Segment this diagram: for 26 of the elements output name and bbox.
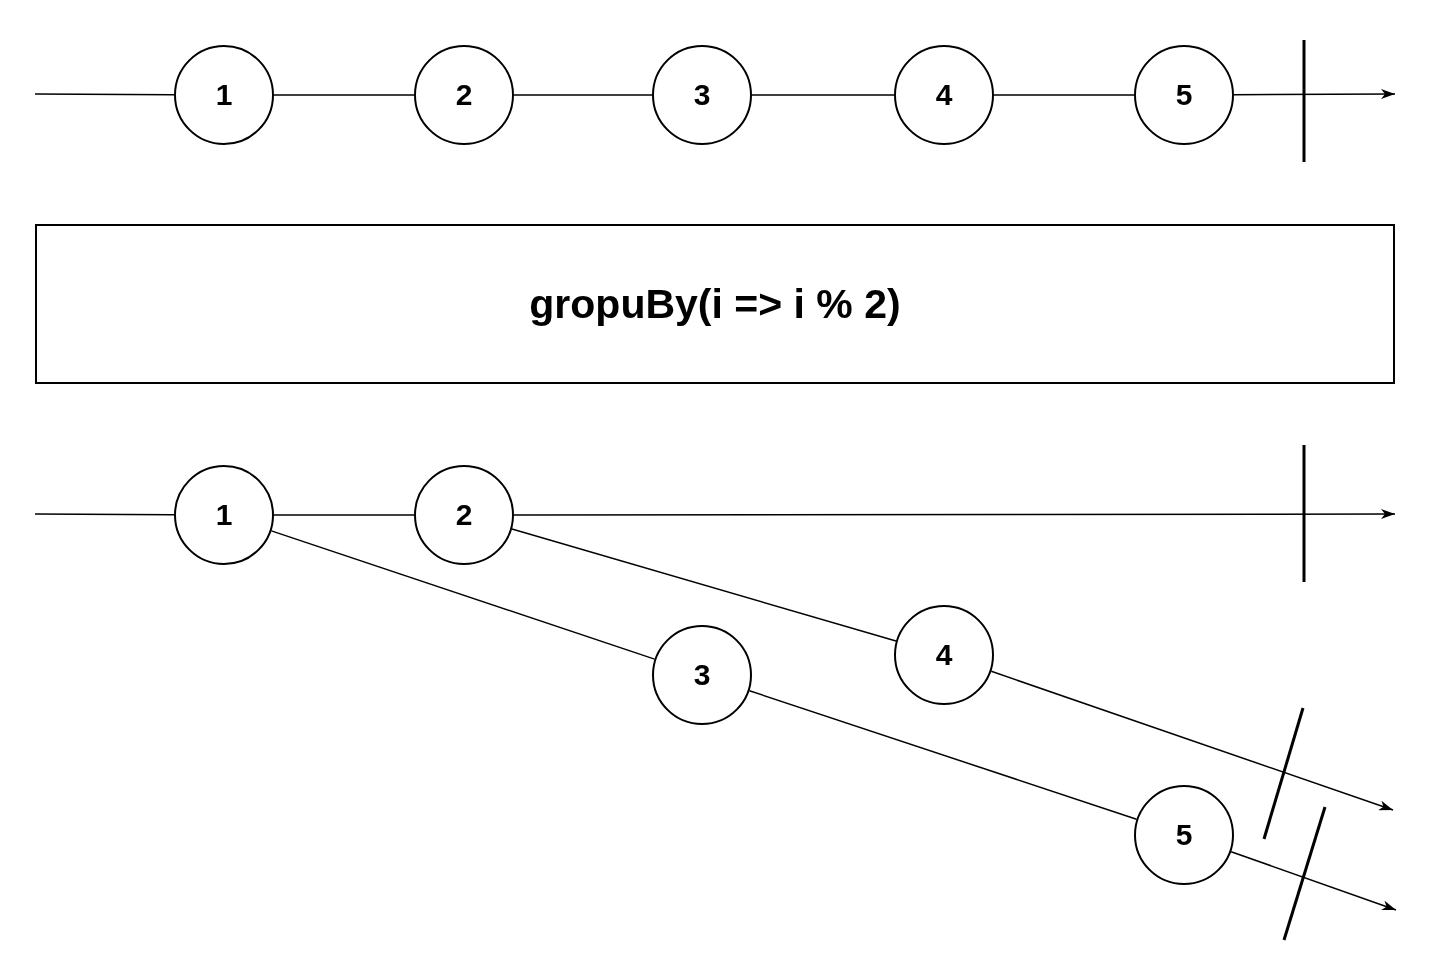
connector-line bbox=[751, 94, 895, 96]
arrow bbox=[1230, 850, 1397, 911]
connector-line bbox=[273, 514, 415, 516]
arrow bbox=[990, 670, 1394, 811]
marble-value: 2 bbox=[455, 500, 473, 530]
operator-box bbox=[35, 224, 1395, 384]
marble-value: 5 bbox=[1175, 80, 1193, 110]
marble-value: 2 bbox=[455, 80, 473, 110]
marble-value: 5 bbox=[1175, 820, 1193, 850]
connector-line bbox=[511, 528, 897, 642]
connector-line bbox=[273, 94, 415, 96]
connector-line bbox=[34, 513, 175, 516]
arrow bbox=[1233, 89, 1396, 100]
operator-label: gropuBy(i => i % 2) bbox=[529, 283, 901, 325]
arrow bbox=[513, 509, 1396, 519]
connector-line bbox=[34, 93, 175, 96]
connector-line bbox=[748, 690, 1138, 820]
marble-value: 4 bbox=[935, 640, 953, 670]
marble-value: 3 bbox=[693, 660, 711, 690]
connector-line bbox=[270, 530, 656, 660]
marble-value: 4 bbox=[935, 80, 953, 110]
connector-line bbox=[513, 94, 653, 96]
marble-value: 1 bbox=[215, 80, 233, 110]
marble-value: 3 bbox=[693, 80, 711, 110]
marble-value: 1 bbox=[215, 500, 233, 530]
connector-line bbox=[993, 94, 1135, 96]
